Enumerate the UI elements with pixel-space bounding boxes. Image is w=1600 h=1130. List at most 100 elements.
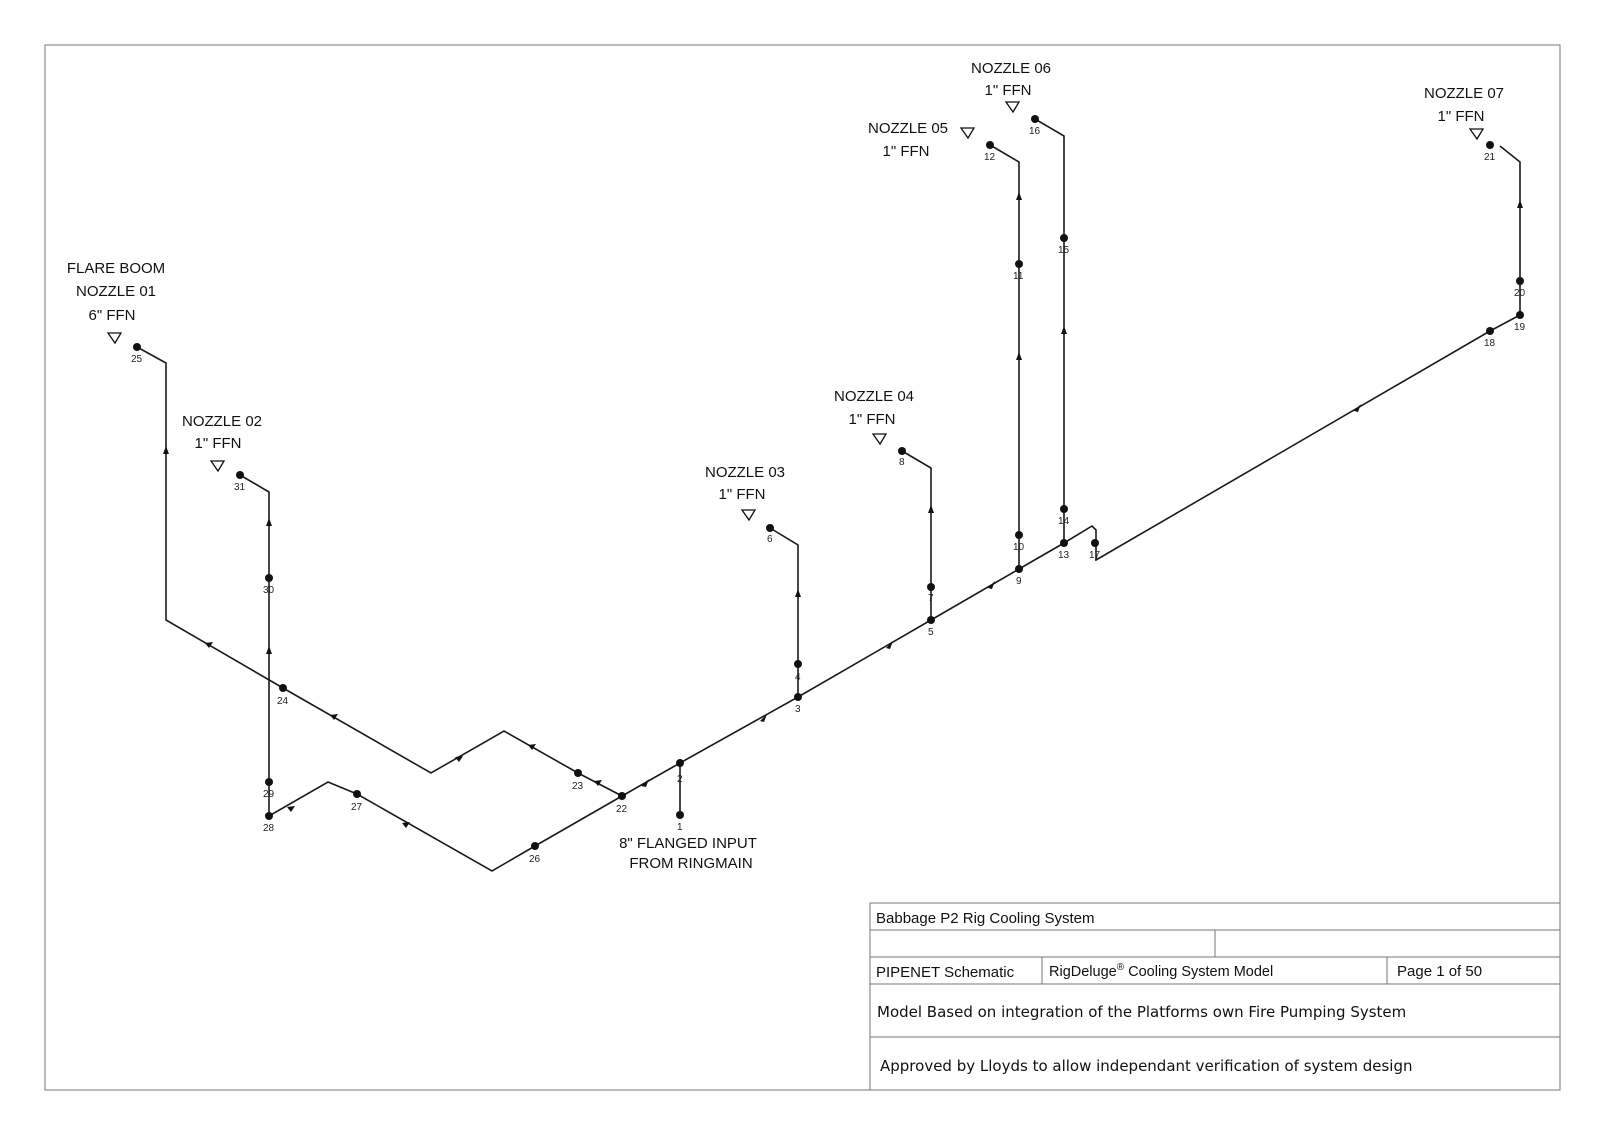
nozzle-03-label: NOZZLE 03 xyxy=(705,464,785,481)
flow-arrow xyxy=(528,744,536,750)
branch-pipe-nozzle-02 xyxy=(239,474,623,872)
flow-arrow xyxy=(1517,200,1523,208)
node-30 xyxy=(265,574,273,582)
nozzle-02-size: 1" FFN xyxy=(195,435,242,452)
branch-pipe-nozzle-03 xyxy=(769,527,799,697)
flow-arrow xyxy=(330,714,338,720)
node-label: 30 xyxy=(263,585,275,596)
node-16 xyxy=(1031,115,1039,123)
branch-pipe-nozzle-06 xyxy=(1034,118,1065,543)
flow-arrow xyxy=(1016,352,1022,360)
nozzle-07-icon xyxy=(1468,128,1485,141)
nozzle-03-icon xyxy=(740,509,757,522)
flow-arrow xyxy=(795,589,801,597)
nozzle-labels: FLARE BOOM NOZZLE 01 6" FFN NOZZLE 02 1"… xyxy=(67,60,1504,872)
node-12 xyxy=(986,141,994,149)
title-block-page: Page 1 of 50 xyxy=(1397,963,1482,980)
node-17 xyxy=(1091,539,1099,547)
node-2 xyxy=(676,759,684,767)
flare-boom-label: FLARE BOOM xyxy=(67,260,165,277)
node-15 xyxy=(1060,234,1068,242)
node-20 xyxy=(1516,277,1524,285)
node-label: 23 xyxy=(572,781,584,792)
branch-pipe-nozzle-01 xyxy=(136,346,623,797)
node-1 xyxy=(676,811,684,819)
branch-pipe-nozzle-04 xyxy=(901,450,932,620)
node-11 xyxy=(1015,260,1023,268)
branch-pipe-nozzle-07 xyxy=(1095,145,1521,561)
flow-arrow xyxy=(163,446,169,454)
flow-arrow xyxy=(594,780,602,786)
nozzle-05-size: 1" FFN xyxy=(883,143,930,160)
node-label: 14 xyxy=(1058,516,1070,527)
node-label: 31 xyxy=(234,482,246,493)
title-block-note-1: Model Based on integration of the Platfo… xyxy=(877,1003,1406,1021)
flow-arrow xyxy=(402,822,410,828)
title-block-note-2: Approved by Lloyds to allow independant … xyxy=(880,1057,1413,1075)
node-label: 12 xyxy=(984,152,996,163)
model-reg-mark: ® xyxy=(1117,962,1125,973)
drawing-border xyxy=(44,44,1561,1091)
nozzle-06-label: NOZZLE 06 xyxy=(971,60,1051,77)
node-8 xyxy=(898,447,906,455)
node-28 xyxy=(265,812,273,820)
node-7 xyxy=(927,583,935,591)
node-26 xyxy=(531,842,539,850)
flow-arrow xyxy=(287,806,295,812)
flow-arrow xyxy=(886,641,893,649)
node-29 xyxy=(265,778,273,786)
node-label: 10 xyxy=(1013,542,1025,553)
flow-arrow xyxy=(1061,326,1067,334)
flow-arrow xyxy=(455,756,463,762)
node-22 xyxy=(618,792,626,800)
nozzle-04-size: 1" FFN xyxy=(849,411,896,428)
nozzle-05-label: NOZZLE 05 xyxy=(868,120,948,137)
node-14 xyxy=(1060,505,1068,513)
node-label: 21 xyxy=(1484,152,1496,163)
nozzle-06-size: 1" FFN xyxy=(985,82,1032,99)
flow-arrow xyxy=(266,518,272,526)
branch-pipe-nozzle-05 xyxy=(989,144,1020,569)
node-label: 18 xyxy=(1484,338,1496,349)
node-18 xyxy=(1486,327,1494,335)
node-13 xyxy=(1060,539,1068,547)
node-markers: 1 2 3 4 5 6 7 8 9 10 11 12 13 14 15 16 1… xyxy=(131,115,1526,865)
nozzle-05-icon xyxy=(959,127,976,140)
node-label: 9 xyxy=(1016,576,1022,587)
node-label: 25 xyxy=(131,354,143,365)
node-label: 26 xyxy=(529,854,541,865)
nozzle-04-label: NOZZLE 04 xyxy=(834,388,914,405)
nozzle-04-icon xyxy=(871,433,888,446)
nozzle-02-label: NOZZLE 02 xyxy=(182,413,262,430)
title-block-model: RigDeluge® Cooling System Model xyxy=(1049,962,1273,980)
input-label-line1: 8" FLANGED INPUT xyxy=(619,835,757,852)
node-label: 6 xyxy=(767,534,773,545)
node-label: 22 xyxy=(616,804,628,815)
node-23 xyxy=(574,769,582,777)
node-9 xyxy=(1015,565,1023,573)
nozzle-07-size: 1" FFN xyxy=(1438,108,1485,125)
node-31 xyxy=(236,471,244,479)
node-4 xyxy=(794,660,802,668)
node-27 xyxy=(353,790,361,798)
model-name: RigDeluge xyxy=(1049,964,1117,980)
node-label: 15 xyxy=(1058,245,1070,256)
node-21 xyxy=(1486,141,1494,149)
node-label: 1 xyxy=(677,822,683,833)
node-label: 24 xyxy=(277,696,289,707)
flow-arrow xyxy=(928,505,934,513)
nozzle-01-size: 6" FFN xyxy=(89,307,136,324)
nozzle-01-icon xyxy=(106,332,123,345)
node-label: 4 xyxy=(795,672,801,683)
node-6 xyxy=(766,524,774,532)
main-header-pipe xyxy=(621,524,1097,797)
node-label: 2 xyxy=(677,774,683,785)
flow-arrow xyxy=(1016,192,1022,200)
node-label: 5 xyxy=(928,627,934,638)
node-label: 29 xyxy=(263,789,275,800)
nozzle-01-label: NOZZLE 01 xyxy=(76,283,156,300)
flow-arrow xyxy=(205,642,213,648)
node-19 xyxy=(1516,311,1524,319)
nozzle-06-icon xyxy=(1004,101,1021,114)
flow-arrow xyxy=(1354,404,1361,412)
